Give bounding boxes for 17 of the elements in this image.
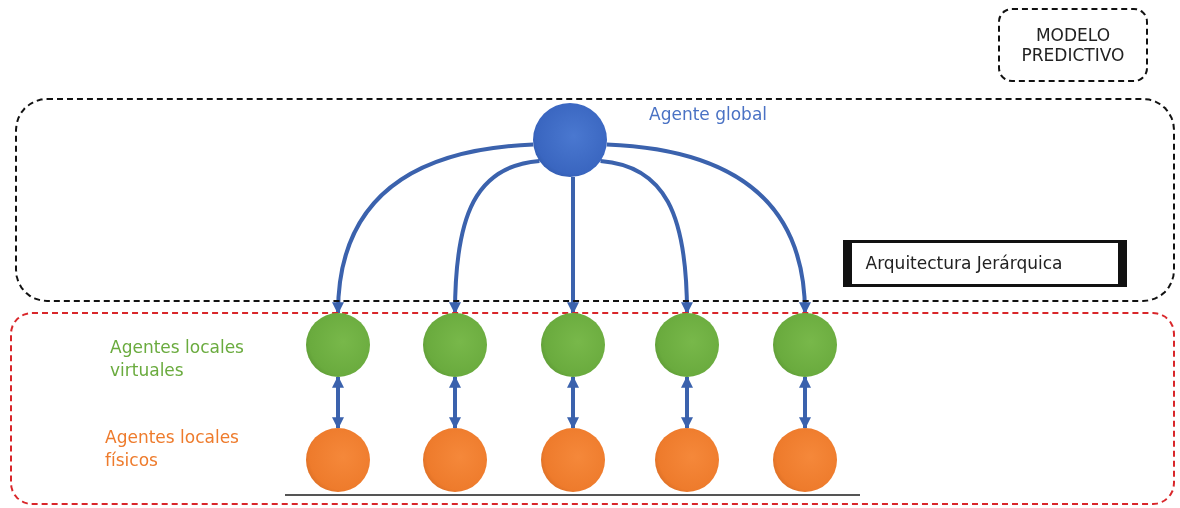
arrow — [681, 375, 693, 430]
model-box: MODELO PREDICTIVO — [998, 8, 1148, 82]
group-label: Agentes locales físicos — [105, 426, 240, 472]
group-label: Agentes locales virtuales — [110, 336, 245, 382]
agent-label: Agente global — [649, 103, 768, 126]
arrow — [600, 158, 693, 315]
arrow — [332, 142, 534, 315]
dashed-region — [15, 98, 1175, 302]
arrow — [567, 375, 579, 430]
arrow — [799, 375, 811, 430]
arrow — [449, 158, 540, 315]
arrow — [567, 177, 579, 315]
arrow — [332, 375, 344, 430]
label-box: Arquitectura Jerárquica — [842, 239, 1127, 287]
dashed-region — [10, 312, 1175, 505]
arrow — [606, 142, 811, 315]
arrow — [449, 375, 461, 430]
